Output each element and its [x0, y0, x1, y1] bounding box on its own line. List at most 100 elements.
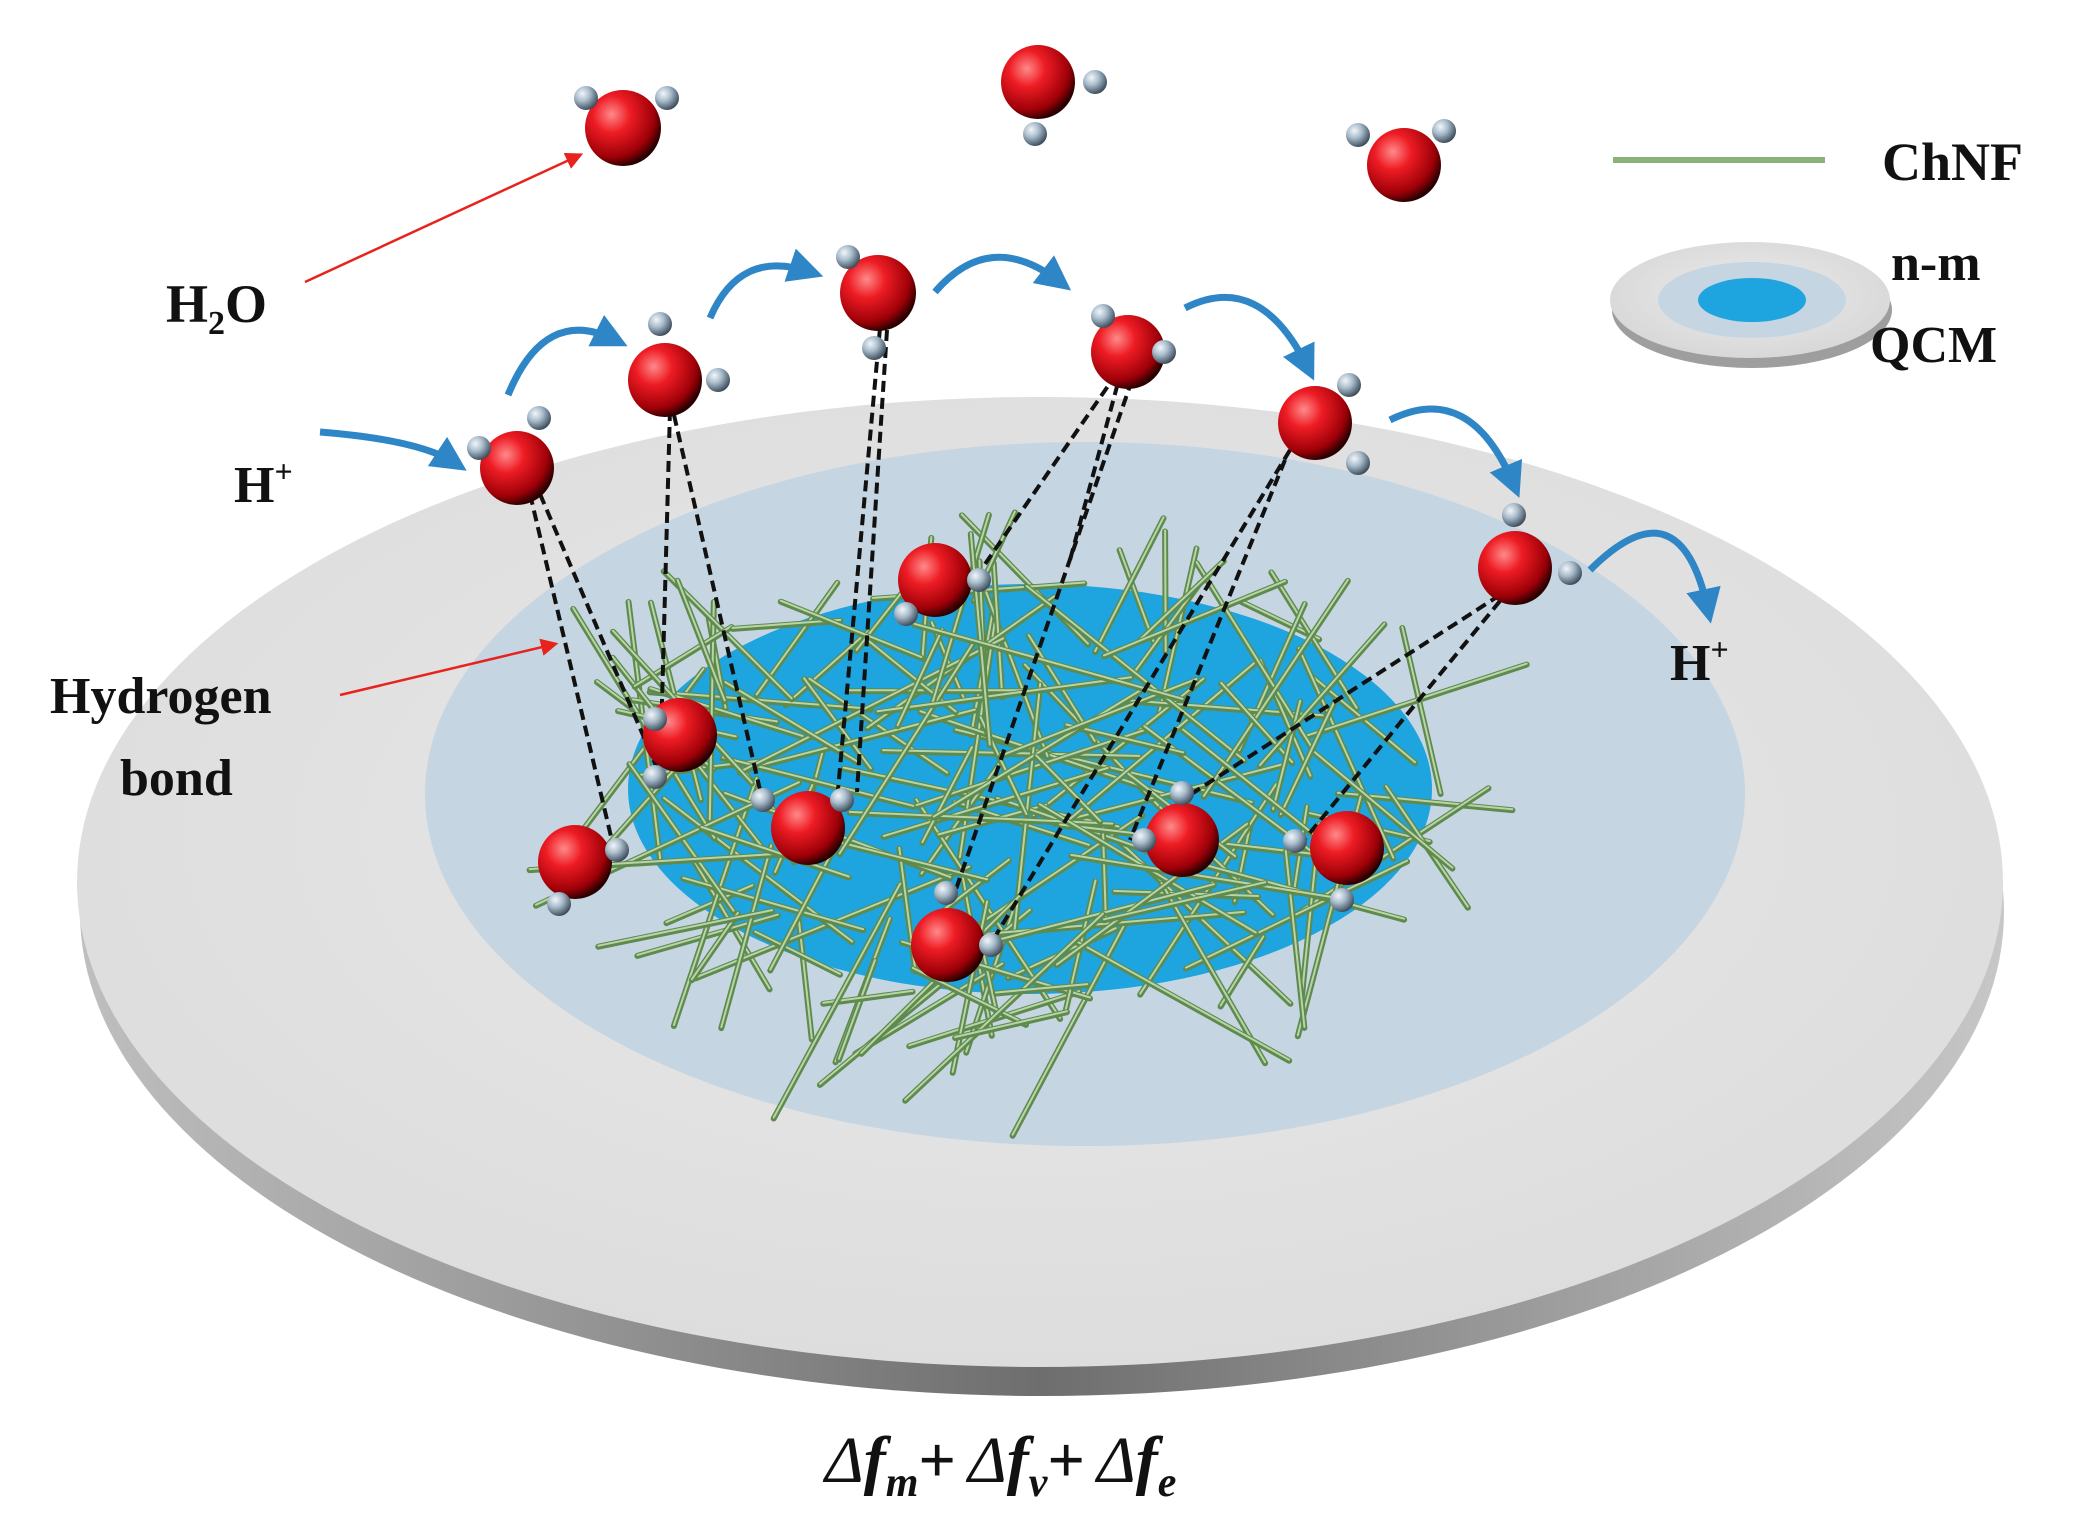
nanofiber-highlight — [1284, 850, 1306, 1028]
hydrogen-atom — [1330, 888, 1354, 912]
nanofiber-highlight — [1220, 681, 1294, 764]
nanofiber-highlight — [995, 983, 1089, 994]
water-molecule — [836, 245, 916, 360]
hydrogen-bond — [672, 414, 762, 791]
oxygen-atom — [898, 543, 972, 617]
hydrogen-bond — [1128, 459, 1287, 841]
hydrogen-atom — [1502, 503, 1526, 527]
hydrogen-bond-lines — [528, 327, 1502, 947]
hydrogen-atom — [1346, 123, 1370, 147]
h2o-pointer-arrow — [304, 152, 584, 284]
oxygen-atom — [585, 90, 661, 166]
oxygen-atom — [1278, 386, 1352, 460]
hydrogen-atom — [1337, 373, 1361, 397]
legend: ChNF n-m QCM — [1610, 132, 2023, 374]
hydrogen-atom — [655, 86, 679, 110]
proton-hop-arrow — [319, 428, 467, 471]
nanofiber-highlight — [1070, 853, 1352, 902]
oxygen-atom — [1091, 315, 1165, 389]
nanofiber-highlight — [1158, 546, 1198, 714]
water-molecule — [1132, 781, 1219, 877]
hydrogen-atom — [1346, 451, 1370, 475]
legend-fiber-label: ChNF — [1882, 132, 2023, 192]
water-molecule — [1478, 503, 1582, 605]
oxygen-atom — [538, 825, 612, 899]
nanofiber-highlight — [1311, 749, 1454, 869]
hydrogen-atom — [1558, 561, 1582, 585]
nanofiber-highlight — [1035, 754, 1102, 822]
hydrogen-atom — [1091, 304, 1115, 328]
nanofiber-highlight — [1202, 578, 1349, 797]
hydrogen-atom — [1432, 119, 1456, 143]
hydrogen-bond — [1298, 599, 1502, 847]
water-molecule — [1278, 373, 1370, 475]
hydrogen-atom — [979, 933, 1003, 957]
hydrogen-atom — [1132, 828, 1156, 852]
water-molecule — [643, 698, 717, 789]
nanofiber-highlight — [992, 561, 1004, 698]
nanofiber-highlight — [1195, 561, 1313, 748]
hydrogen-bond — [988, 448, 1292, 947]
hbond-pointer-arrow — [339, 638, 559, 697]
nanofiber-highlight — [1118, 548, 1155, 643]
nanofiber-highlight — [837, 959, 876, 1060]
hydrogen-atom — [1170, 781, 1194, 805]
hydrogen-bond — [1180, 593, 1502, 802]
water-molecule — [911, 881, 1003, 982]
nanofiber-highlight — [1103, 881, 1267, 921]
oxygen-atom — [1478, 531, 1552, 605]
nanofiber-highlight — [1279, 698, 1337, 816]
nanofiber-highlight — [772, 882, 902, 1119]
nanofiber-highlight — [1270, 570, 1358, 709]
nanofiber-highlight — [648, 690, 872, 710]
hydrogen-bond-label-line1: Hydrogen — [50, 668, 272, 725]
proton-hop-arrow — [932, 253, 1072, 295]
hydrogen-atom — [1283, 829, 1307, 853]
water-molecule — [751, 788, 854, 865]
water-molecule — [894, 543, 991, 626]
oxygen-atom — [911, 908, 985, 982]
hydrogen-atom — [643, 765, 667, 789]
oxygen-atom — [1001, 45, 1075, 119]
water-molecule — [1001, 45, 1107, 146]
hydrogen-atom — [706, 368, 730, 392]
hydrogen-bond-label-line2: bond — [120, 750, 233, 807]
oxygen-atom — [628, 343, 702, 417]
hydrogen-atom — [1152, 340, 1176, 364]
proton-label-right: H+ — [1670, 631, 1729, 692]
nanofiber-highlight — [1074, 939, 1291, 1061]
nanofiber-highlight — [838, 641, 975, 855]
h2o-label: H2O — [166, 274, 267, 342]
hydrogen-bond — [855, 329, 889, 793]
hydrogen-atom — [574, 86, 598, 110]
nanofiber-highlight — [808, 677, 949, 774]
nanofiber-highlight — [1032, 677, 1205, 817]
nanofiber-highlight — [882, 766, 1109, 837]
nanofiber-highlight — [1103, 579, 1286, 657]
nanofiber-highlight — [1094, 516, 1165, 653]
nanofiber-highlight — [1258, 622, 1386, 767]
nanofiber-highlight — [1025, 585, 1246, 762]
hydrogen-atom — [648, 312, 672, 336]
nanofiber-highlight — [969, 532, 991, 746]
hydrogen-atom — [527, 406, 551, 430]
qcm-sensor — [77, 397, 2004, 1396]
hydrogen-bond — [972, 371, 1119, 582]
water-molecule — [538, 825, 629, 916]
proton-hop-arrows — [319, 248, 1721, 624]
oxygen-atom — [480, 431, 554, 505]
oxygen-atom — [771, 791, 845, 865]
hydrogen-atom — [751, 788, 775, 812]
nanofiber-highlight — [1297, 647, 1395, 859]
nanofiber-highlight — [904, 912, 1104, 1101]
hydrogen-atom — [830, 788, 854, 812]
oxygen-atom — [1367, 128, 1441, 202]
water-molecule — [574, 86, 679, 166]
hydrogen-bond — [658, 409, 672, 776]
hydrogen-atom — [547, 892, 571, 916]
nanofiber-highlight — [931, 513, 990, 706]
nanofiber-highlight — [954, 1010, 1068, 1038]
water-molecule — [628, 312, 730, 417]
nanofiber-highlight — [932, 687, 1145, 818]
